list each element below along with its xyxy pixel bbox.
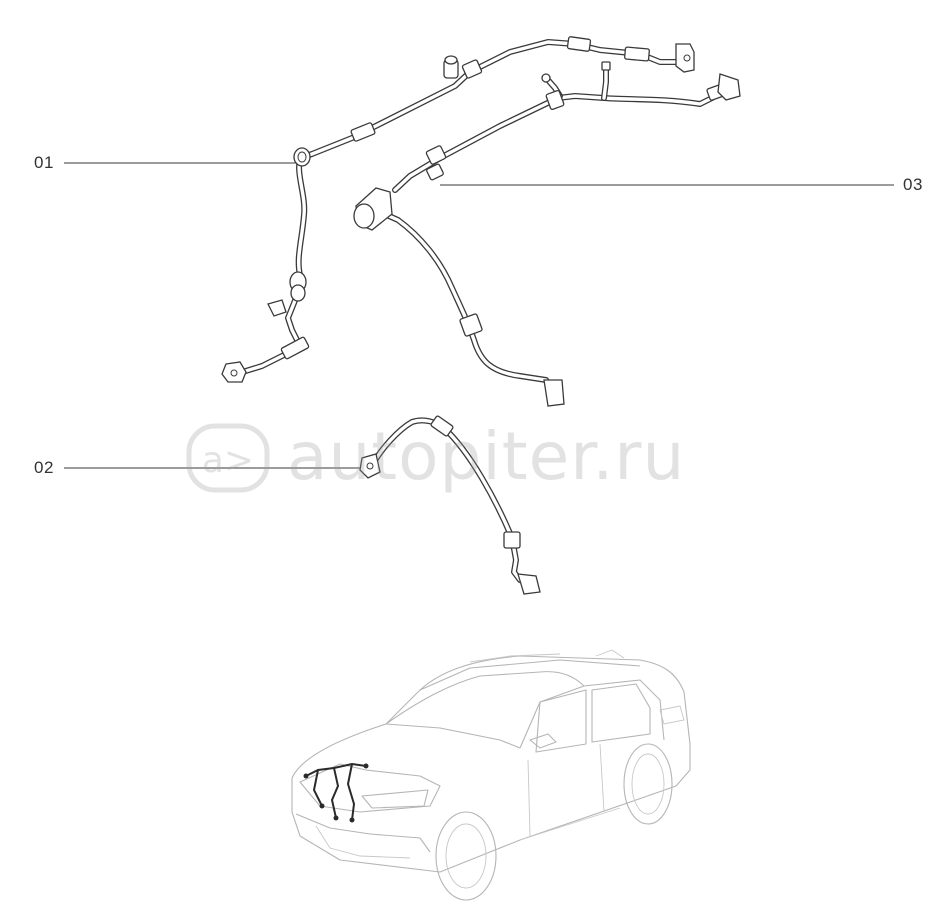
callout-label-03: 03 [903,175,923,194]
part-02-hose [359,415,541,595]
part-03-hose-assembly [353,61,741,407]
wiring-harness-marker [303,762,369,823]
watermark-logo-icon: a> [186,423,270,493]
watermark-logo-glyph: a> [202,440,254,481]
callout-label-01: 01 [34,153,54,172]
watermark: a> autopiter.ru [185,418,765,508]
part-01-hose-assembly [221,36,695,383]
vehicle-illustration [291,649,691,901]
callout-label-02: 02 [34,458,54,477]
watermark-text: autopiter.ru [287,418,686,495]
